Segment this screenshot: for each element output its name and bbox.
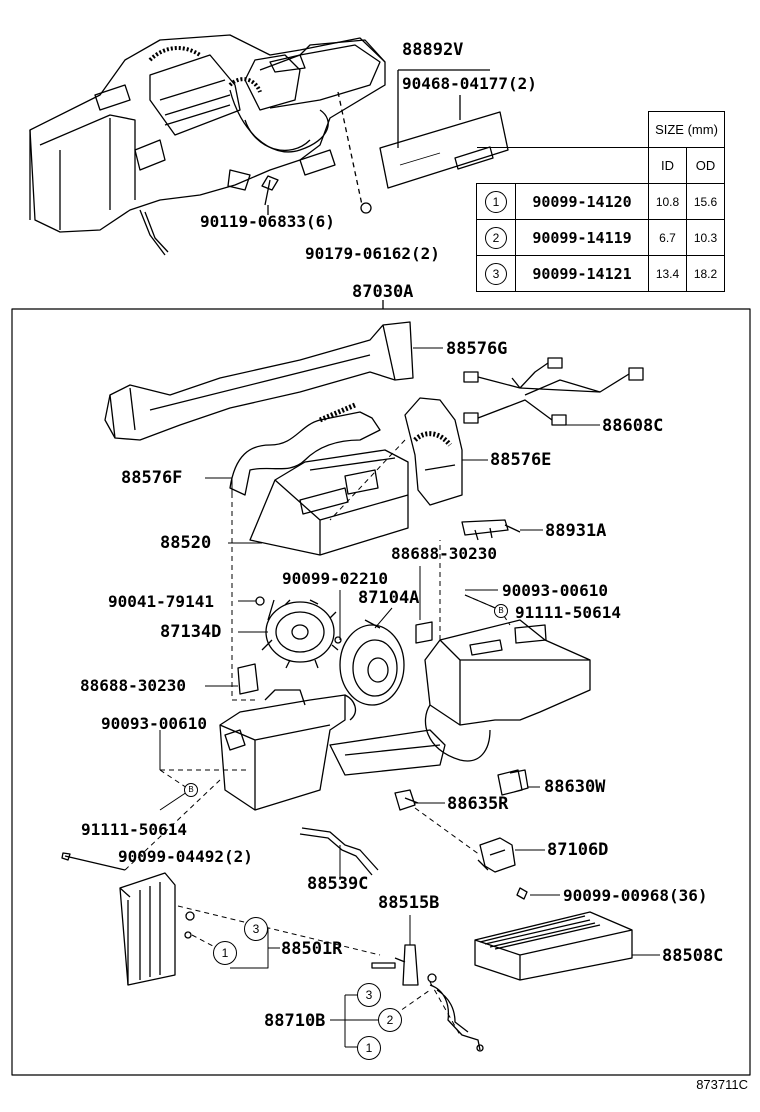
lower-case-drawing — [219, 689, 446, 811]
label-87030A: 87030A — [352, 282, 414, 302]
label-88508C: 88508C — [662, 946, 724, 966]
ref-circle-b-upper: B — [494, 604, 508, 618]
part-88635R-drawing — [394, 789, 419, 811]
label-90119-06833: 90119-06833(6) — [200, 212, 335, 231]
table-row: 2 90099-14119 6.7 10.3 — [476, 219, 725, 256]
table-cell-od: 18.2 — [686, 255, 725, 292]
o-ring-size-table: SIZE (mm) ID OD 1 90099-14120 10.8 15.6 … — [476, 111, 725, 292]
label-88688-30230-upper: 88688-30230 — [391, 544, 497, 563]
valve-88515B-drawing — [371, 944, 419, 986]
duct-88576E-drawing — [404, 397, 463, 506]
label-90468-04177: 90468-04177(2) — [402, 74, 537, 93]
pipe-88710B-drawing — [429, 984, 481, 1051]
label-88688-30230-lower: 88688-30230 — [80, 676, 186, 695]
ref-circle-b-lower: B — [184, 783, 198, 797]
label-88710B: 88710B — [264, 1011, 326, 1031]
case-88520-drawing — [249, 449, 409, 556]
pipe-88539C-drawing — [299, 827, 379, 876]
table-cell-part: 90099-14121 — [515, 255, 649, 292]
label-88635R: 88635R — [447, 794, 509, 814]
ref-circle-3-pipe: 3 — [357, 983, 381, 1007]
label-87134D: 87134D — [160, 622, 222, 642]
blower-motor-87104A-drawing — [339, 619, 405, 706]
size-table-col-od: OD — [686, 147, 725, 184]
label-88608C: 88608C — [602, 416, 664, 436]
harness-88608C-drawing — [463, 357, 644, 426]
assembly-frame — [11, 308, 751, 1076]
label-88931A: 88931A — [545, 521, 607, 541]
label-88892V: 88892V — [402, 40, 464, 60]
label-88576E: 88576E — [490, 450, 552, 470]
table-cell-part: 90099-14120 — [515, 183, 649, 220]
filter-88508C-drawing — [474, 911, 633, 981]
blower-wheel-87134D-drawing — [261, 599, 339, 669]
servo-87106D-drawing — [477, 837, 516, 873]
sensor-88931A-drawing — [461, 519, 521, 541]
size-table-header: SIZE (mm) — [648, 111, 725, 148]
label-90093-00610-lower: 90093-00610 — [101, 714, 207, 733]
label-87106D: 87106D — [547, 840, 609, 860]
table-row: 1 90099-14120 10.8 15.6 — [476, 183, 725, 220]
evaporator-housing-drawing — [424, 619, 591, 762]
label-88539C: 88539C — [307, 874, 369, 894]
table-row: 3 90099-14121 13.4 18.2 — [476, 255, 725, 292]
ref-circle: 1 — [485, 190, 507, 213]
ref-circle-2-pipe: 2 — [378, 1008, 402, 1032]
table-cell-id: 10.8 — [648, 183, 687, 220]
label-91111-50614-lower: 91111-50614 — [81, 820, 187, 839]
label-87104A: 87104A — [358, 588, 420, 608]
size-table-col-id: ID — [648, 147, 687, 184]
label-90041-79141: 90041-79141 — [108, 592, 214, 611]
label-88520: 88520 — [160, 533, 212, 553]
label-90099-00968: 90099-00968(36) — [563, 886, 708, 905]
ref-circle-3-evaporator: 3 — [244, 917, 268, 941]
duct-88576G-drawing — [104, 321, 414, 441]
label-88576G: 88576G — [446, 339, 508, 359]
label-90093-00610-upper: 90093-00610 — [502, 581, 608, 600]
table-cell-part: 90099-14119 — [515, 219, 649, 256]
table-cell-id: 6.7 — [648, 219, 687, 256]
evaporator-core-88501R-drawing — [119, 872, 176, 986]
table-cell-od: 15.6 — [686, 183, 725, 220]
label-90099-02210: 90099-02210 — [282, 569, 388, 588]
label-90179-06162: 90179-06162(2) — [305, 244, 440, 263]
table-cell-od: 10.3 — [686, 219, 725, 256]
ref-circle-1-pipe: 1 — [357, 1036, 381, 1060]
label-88630W: 88630W — [544, 777, 606, 797]
ref-circle: 2 — [485, 226, 507, 249]
label-90099-04492: 90099-04492(2) — [118, 847, 253, 866]
relay-88630W-drawing — [497, 769, 529, 796]
label-88501R: 88501R — [281, 939, 343, 959]
ref-circle: 3 — [485, 262, 507, 285]
assembled-heater-unit-drawing — [29, 34, 386, 256]
hose-88576F-drawing — [229, 402, 381, 496]
diagram-code: 873711C — [696, 1077, 748, 1092]
label-91111-50614-upper: 91111-50614 — [515, 603, 621, 622]
table-cell-id: 13.4 — [648, 255, 687, 292]
label-88576F: 88576F — [121, 468, 183, 488]
label-88515B: 88515B — [378, 893, 440, 913]
ref-circle-1-evaporator: 1 — [213, 941, 237, 965]
